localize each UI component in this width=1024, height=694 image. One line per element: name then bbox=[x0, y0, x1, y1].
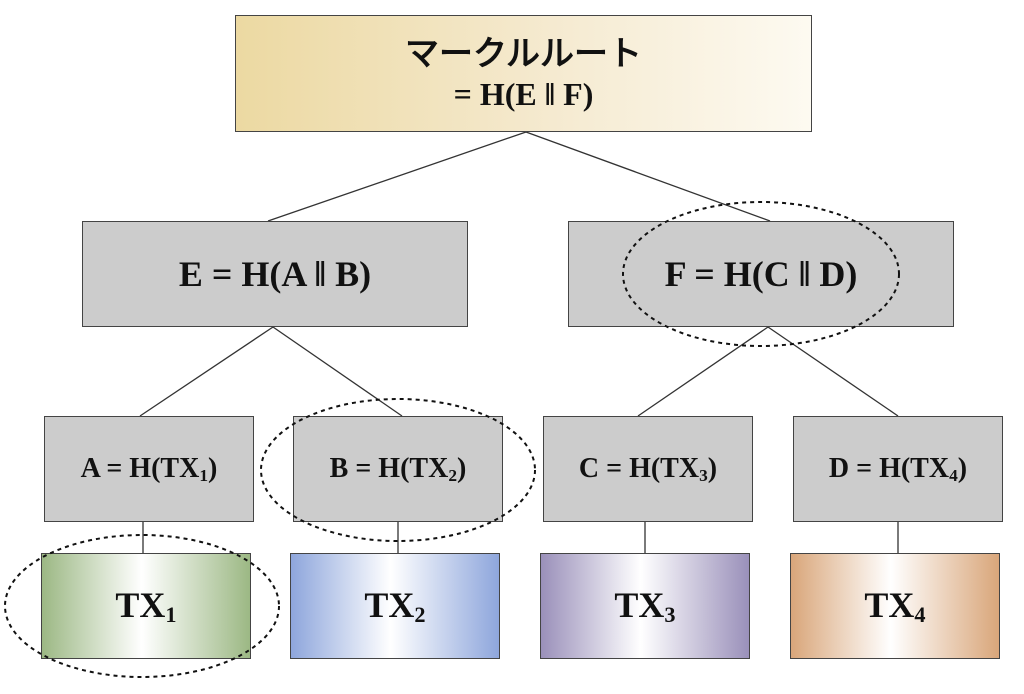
hash-node-e: E = H(A ‖ B) bbox=[82, 221, 468, 327]
edge-root-e bbox=[267, 131, 527, 222]
hash-node-b-label: B = H(TX2) bbox=[329, 452, 467, 485]
transaction-tx2: TX2 bbox=[290, 553, 500, 659]
transaction-tx3-label: TX3 bbox=[614, 585, 676, 627]
merkle-root-node: マークルルート = H(E ‖ F) bbox=[235, 15, 812, 132]
hash-node-a-label: A = H(TX1) bbox=[80, 452, 218, 485]
hash-node-d-label: D = H(TX4) bbox=[828, 452, 968, 485]
merkle-root-formula: = H(E ‖ F) bbox=[453, 75, 594, 112]
edge-root-f bbox=[525, 131, 771, 222]
transaction-tx4-label: TX4 bbox=[864, 585, 926, 627]
edge-e-b bbox=[272, 326, 403, 417]
transaction-tx1: TX1 bbox=[41, 553, 251, 659]
hash-node-b: B = H(TX2) bbox=[293, 416, 503, 522]
transaction-tx4: TX4 bbox=[790, 553, 1000, 659]
transaction-tx3: TX3 bbox=[540, 553, 750, 659]
hash-node-e-label: E = H(A ‖ B) bbox=[178, 254, 372, 294]
hash-node-c: C = H(TX3) bbox=[543, 416, 753, 522]
edge-f-c bbox=[637, 326, 769, 417]
merkle-root-title: マークルルート bbox=[405, 33, 642, 74]
hash-node-f: F = H(C ‖ D) bbox=[568, 221, 954, 327]
edge-f-d bbox=[767, 326, 899, 417]
hash-node-c-label: C = H(TX3) bbox=[578, 452, 718, 485]
hash-node-a: A = H(TX1) bbox=[44, 416, 254, 522]
edge-e-a bbox=[139, 326, 274, 417]
hash-node-f-label: F = H(C ‖ D) bbox=[664, 254, 858, 294]
transaction-tx1-label: TX1 bbox=[115, 585, 177, 627]
hash-node-d: D = H(TX4) bbox=[793, 416, 1003, 522]
transaction-tx2-label: TX2 bbox=[364, 585, 426, 627]
